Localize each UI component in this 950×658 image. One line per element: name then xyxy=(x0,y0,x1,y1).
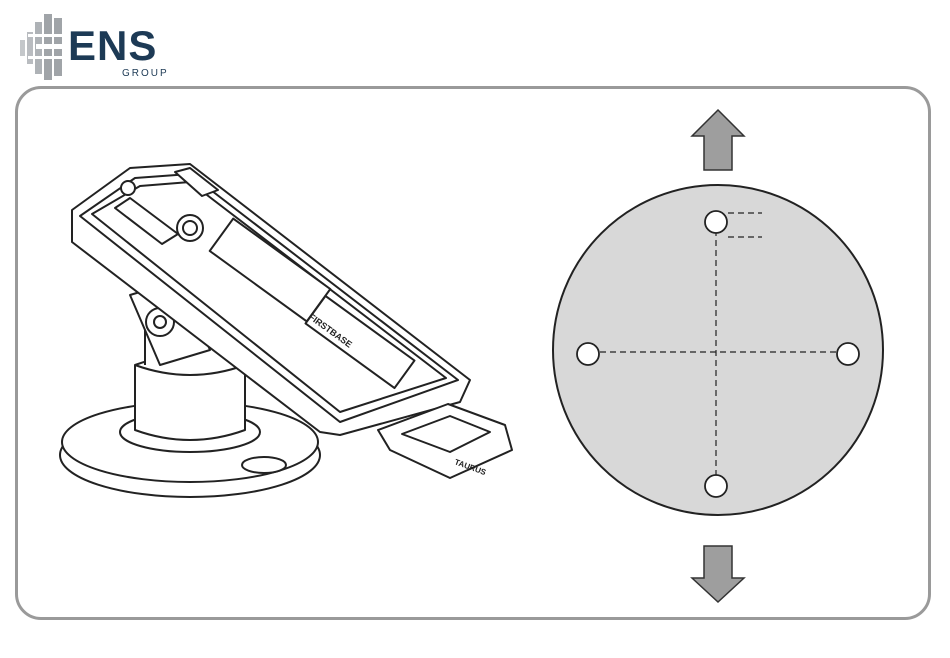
mounting-hole-left xyxy=(577,343,599,365)
ens-group-logo: ENS GROUP xyxy=(18,4,178,84)
mounting-plate xyxy=(553,185,883,515)
mounting-hole-bottom xyxy=(705,475,727,497)
logo-sub-text: GROUP xyxy=(122,68,169,79)
arrow-up-icon xyxy=(692,110,744,170)
mounting-hole-top xyxy=(705,211,727,233)
arrow-down-icon xyxy=(692,546,744,602)
logo-mark xyxy=(20,14,62,80)
terminal-mount-illustration: FIRSTBASE TAURUS xyxy=(50,150,520,510)
mounting-hole-diagram xyxy=(540,100,900,610)
logo-brand-text: ENS xyxy=(68,22,157,69)
mounting-hole-right xyxy=(837,343,859,365)
